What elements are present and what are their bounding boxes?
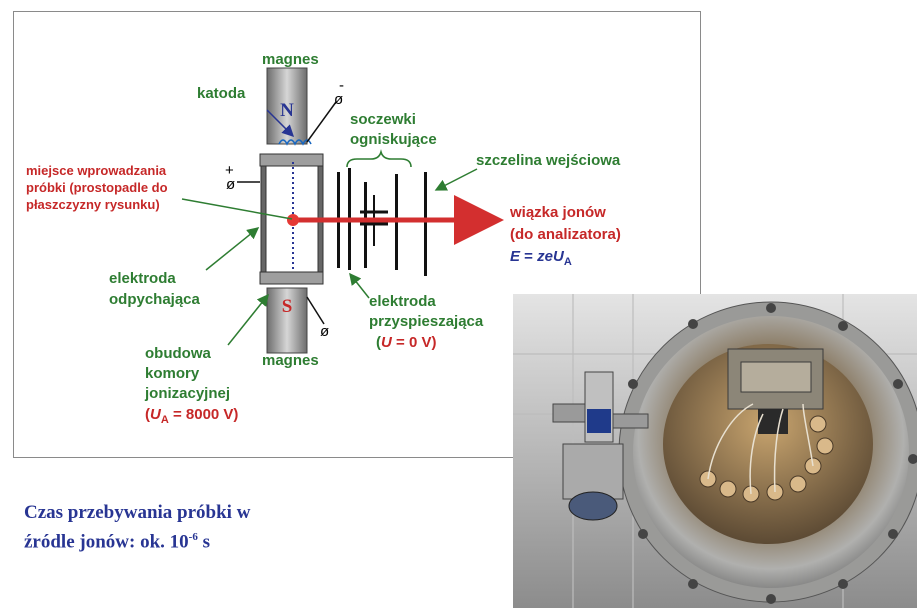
repeller-arrow xyxy=(206,228,258,270)
ua-label: (UA = 8000 V) xyxy=(145,406,238,426)
entrance-slit xyxy=(424,172,427,276)
pole-south-label: S xyxy=(282,296,293,317)
residence-time-caption: Czas przebywania próbki w źródle jonów: … xyxy=(24,500,344,554)
miejsce-label-1: miejsce wprowadzania xyxy=(26,163,167,178)
u-zero-label: (U = 0 V) xyxy=(376,334,436,351)
caption-line-1: Czas przebywania próbki w xyxy=(24,500,344,525)
magnet-bottom-label: magnes xyxy=(262,352,319,369)
magnet-top-label: magnes xyxy=(262,51,319,68)
repeller-electrode xyxy=(261,166,266,272)
katoda-label: katoda xyxy=(197,85,246,102)
obudowa-label-2: komory xyxy=(145,365,200,382)
chamber-bottom-wall xyxy=(260,272,323,284)
elektroda-prz-label-2: przyspieszająca xyxy=(369,313,484,330)
miejsce-label-3: płaszczyzny rysunku) xyxy=(26,197,160,212)
elektroda-odp-label-2: odpychająca xyxy=(109,291,201,308)
plus-sign: + xyxy=(225,162,234,179)
obudowa-label-1: obudowa xyxy=(145,345,211,362)
ion-source-photo xyxy=(513,294,917,608)
energy-formula: E = zeUA xyxy=(510,248,572,268)
terminal-bottom-symbol: ø xyxy=(320,323,329,340)
miejsce-label-2: próbki (prostopadle do xyxy=(26,180,168,195)
soczewki-label-1: soczewki xyxy=(350,111,416,128)
lens-brace xyxy=(347,152,411,167)
wiazka-label-2: (do analizatora) xyxy=(510,226,621,243)
minus-sign: - xyxy=(339,77,344,94)
wiazka-label-1: wiązka jonów xyxy=(509,204,606,221)
accel-arrow xyxy=(350,274,369,298)
caption-line-2: źródle jonów: ok. 10-6 s xyxy=(24,525,344,554)
elektroda-odp-label-1: elektroda xyxy=(109,270,176,287)
sample-pointer-line xyxy=(182,199,292,219)
elektroda-prz-label-1: elektroda xyxy=(369,293,436,310)
soczewki-label-2: ogniskujące xyxy=(350,131,437,148)
sample-point xyxy=(287,214,299,226)
pole-north-label: N xyxy=(280,100,294,121)
szczelina-arrow xyxy=(436,169,477,190)
chamber-top-wall xyxy=(260,154,323,166)
szczelina-label: szczelina wejściowa xyxy=(476,152,621,169)
obudowa-label-3: jonizacyjnej xyxy=(144,385,230,402)
housing-arrow xyxy=(228,295,268,345)
